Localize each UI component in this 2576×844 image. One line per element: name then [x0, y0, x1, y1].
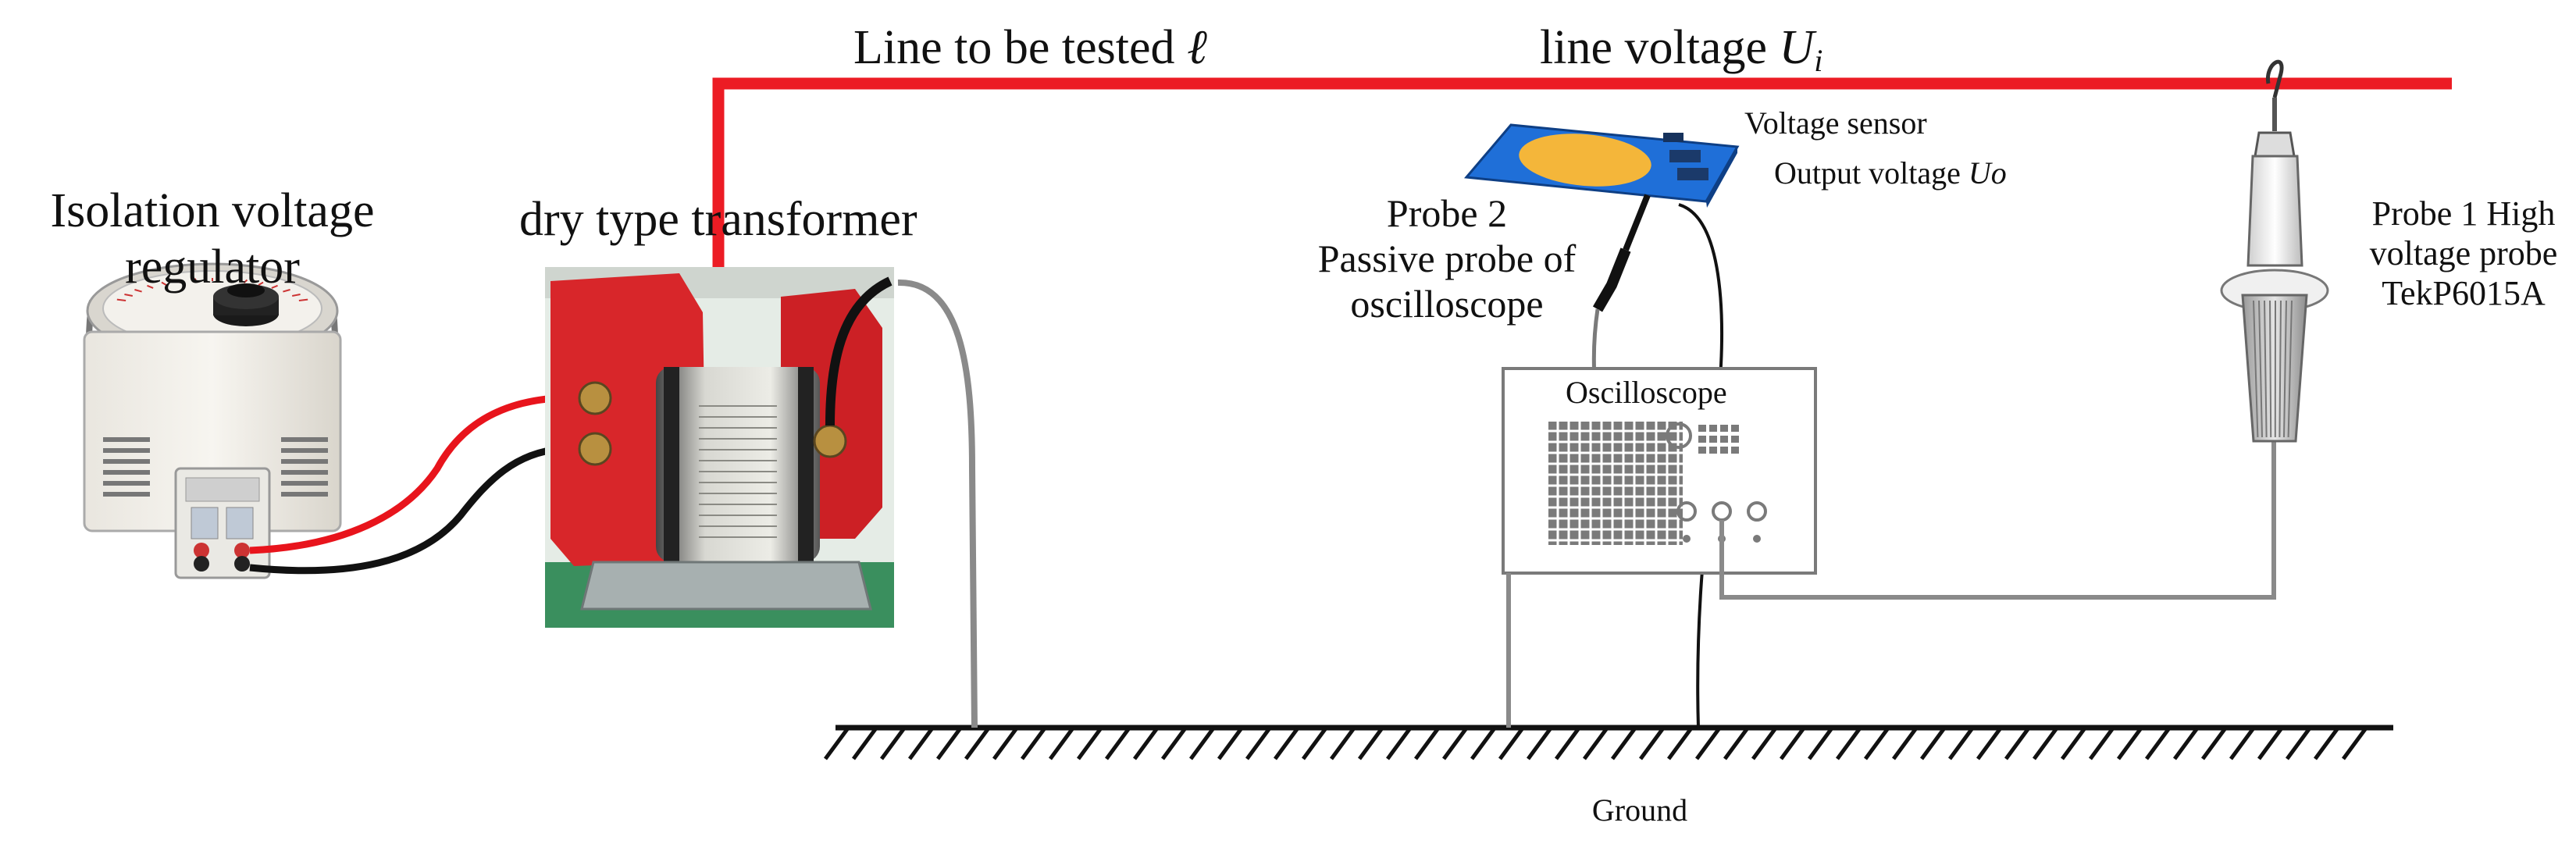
probe-2-label: Probe 2 Passive probe of oscilloscope	[1318, 191, 1577, 326]
isolation-regulator-label: Isolation voltage regulator	[50, 184, 375, 294]
line-to-be-tested	[712, 77, 2452, 297]
line-voltage-symbol: U	[1779, 21, 1815, 74]
voltage-sensor-image	[1464, 123, 1740, 208]
line-voltage-subscript: i	[1814, 43, 1823, 79]
line-tested-text: Line to be tested	[853, 21, 1175, 74]
ground-symbol	[823, 725, 2393, 760]
oscilloscope-image	[1502, 367, 2276, 728]
isolation-regulator-image	[83, 262, 342, 579]
output-voltage-symbol: Uo	[1968, 155, 2007, 191]
probe-1-line-2: voltage probe	[2369, 234, 2558, 273]
ground-label: Ground	[1591, 792, 1688, 828]
transformer-label: dry type transformer	[519, 193, 917, 246]
line-symbol: ℓ	[1186, 21, 1207, 74]
line-voltage-label: line voltage Ui	[1540, 21, 1822, 77]
probe-1-line-3: TekP6015A	[2382, 274, 2546, 313]
probe-2-line-1: Probe 2	[1386, 191, 1508, 235]
output-voltage-label: Output voltage Uo	[1774, 158, 2007, 189]
transformer-ground-wire	[897, 279, 978, 728]
voltage-sensor-label: Voltage sensor	[1744, 105, 1927, 141]
probe-2-line-2: Passive probe of	[1317, 237, 1577, 280]
probe-1-line-1: Probe 1 High	[2371, 194, 2556, 233]
line-voltage-text: line voltage	[1540, 21, 1767, 74]
probe-1-label: Probe 1 High voltage probe TekP6015A	[2370, 194, 2558, 313]
probe-2-line-3: oscilloscope	[1350, 282, 1544, 326]
line-tested-label: Line to be tested ℓ	[853, 23, 1207, 72]
oscilloscope-label: Oscilloscope	[1566, 375, 1727, 410]
output-voltage-text: Output voltage	[1774, 155, 1961, 191]
probe-1-high-voltage	[2220, 59, 2329, 443]
regulator-wires	[249, 394, 561, 575]
transformer-image	[545, 267, 894, 628]
